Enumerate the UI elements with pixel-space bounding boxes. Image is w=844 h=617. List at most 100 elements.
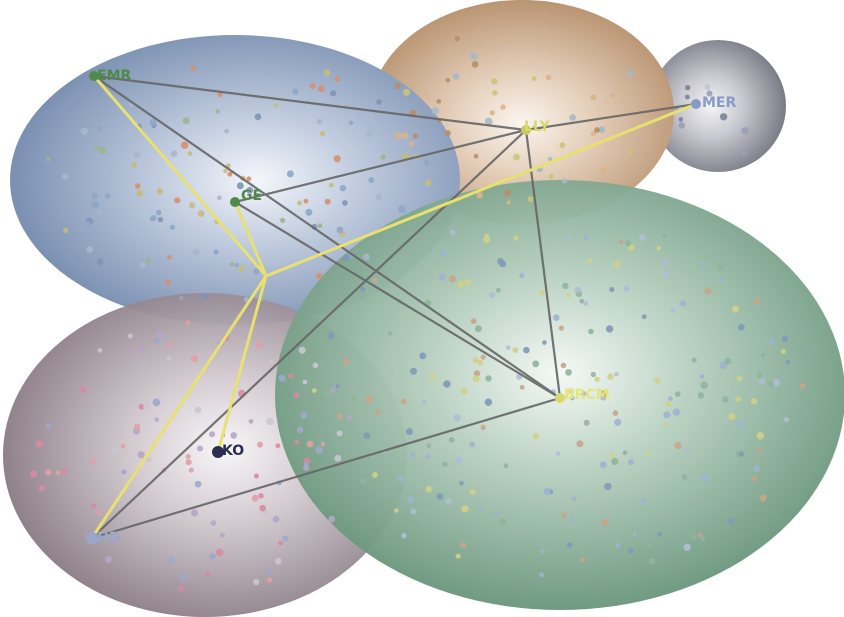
member-point (97, 348, 103, 353)
node-emr[interactable]: EMR (89, 68, 131, 84)
member-point (758, 378, 765, 385)
member-point (601, 518, 610, 527)
edge-hub-hd (90, 275, 268, 539)
member-point (139, 262, 146, 269)
member-point (268, 359, 274, 364)
member-point (131, 162, 138, 168)
member-point (365, 395, 373, 403)
member-point (480, 354, 486, 360)
member-point (700, 381, 708, 389)
member-point (217, 195, 222, 201)
member-point (566, 542, 573, 548)
member-point (464, 279, 471, 286)
edge-lly-mer (525, 102, 697, 132)
member-point (783, 416, 790, 423)
member-point (330, 388, 336, 393)
member-point (192, 248, 200, 256)
member-point (565, 369, 572, 376)
node-hd[interactable]: HD (86, 530, 120, 546)
member-point (282, 535, 289, 542)
member-point (137, 451, 145, 459)
member-point (190, 65, 196, 72)
member-point (543, 487, 551, 496)
member-point (120, 443, 126, 449)
edge-hub-emr (92, 75, 268, 277)
member-point (180, 512, 185, 517)
member-point (756, 372, 763, 379)
member-point (751, 398, 758, 405)
member-point (376, 99, 382, 105)
member-point (566, 234, 572, 240)
member-point (419, 352, 427, 360)
member-point (540, 549, 546, 554)
member-point (401, 398, 407, 405)
member-point (401, 132, 409, 139)
node-ko[interactable]: KO (212, 443, 244, 459)
member-point (324, 198, 331, 205)
member-point (482, 236, 491, 244)
member-point (735, 396, 741, 402)
member-point (238, 265, 245, 272)
member-point (264, 569, 271, 576)
member-point (338, 385, 344, 392)
member-point (697, 392, 705, 399)
member-point (476, 192, 483, 199)
member-point (306, 440, 314, 448)
member-point (333, 155, 341, 163)
member-point (459, 481, 464, 486)
member-point (722, 396, 729, 403)
member-point (410, 367, 417, 375)
member-point (450, 229, 456, 236)
member-point (86, 246, 93, 253)
member-point (339, 185, 347, 192)
member-point (194, 480, 202, 488)
member-point (442, 461, 448, 467)
node-lly[interactable]: LLY (521, 119, 551, 135)
member-point (138, 403, 145, 410)
member-point (408, 141, 415, 147)
member-point (759, 494, 767, 502)
member-point (656, 245, 662, 251)
node-ge[interactable]: GE (230, 188, 262, 207)
member-point (190, 355, 199, 363)
member-point (599, 461, 607, 469)
member-point (217, 91, 223, 97)
member-point (477, 359, 484, 366)
member-point (302, 379, 308, 385)
member-point (756, 431, 765, 440)
member-point (457, 281, 465, 289)
member-point (436, 493, 444, 500)
member-point (167, 556, 174, 564)
member-point (418, 518, 426, 526)
member-point (105, 556, 112, 563)
member-point (581, 391, 587, 397)
edge-hd-brcm (91, 396, 561, 540)
member-point (681, 474, 688, 480)
member-point (55, 470, 61, 476)
member-point (174, 197, 181, 204)
member-point (182, 117, 190, 125)
member-point (230, 432, 237, 439)
member-point (781, 349, 786, 354)
member-point (342, 200, 348, 206)
member-point (539, 572, 545, 578)
member-point (683, 543, 691, 551)
member-point (96, 258, 104, 266)
member-point (717, 263, 724, 271)
member-point (372, 277, 378, 283)
member-point (452, 73, 460, 80)
member-point (280, 217, 286, 223)
node-emr-marker (89, 71, 99, 81)
grey-edges (91, 74, 697, 540)
member-point (167, 255, 172, 260)
member-point (99, 147, 107, 155)
member-point (425, 454, 431, 460)
yellow-edges (90, 75, 697, 539)
node-brcm[interactable]: BRCM (555, 387, 610, 403)
member-point (394, 508, 399, 513)
node-mer[interactable]: MER (691, 95, 736, 111)
member-point (678, 122, 686, 129)
member-point (618, 239, 624, 245)
member-point (473, 370, 481, 377)
